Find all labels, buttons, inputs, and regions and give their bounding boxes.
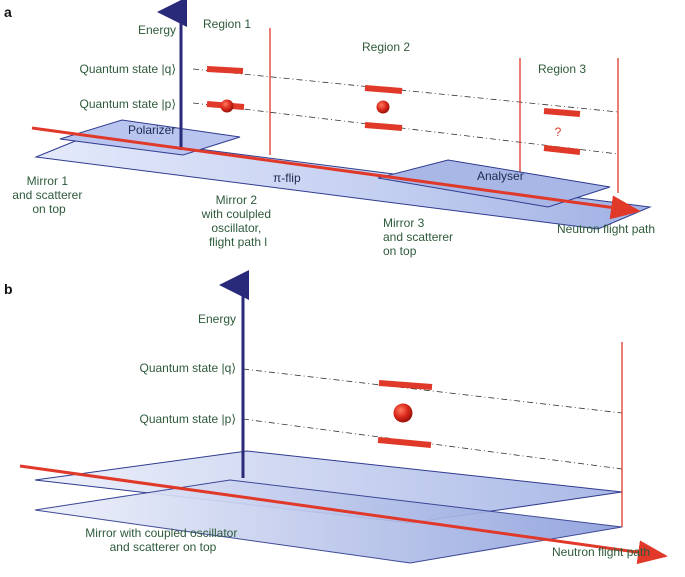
analyser-label: Analyser	[477, 169, 524, 183]
level-q-r2	[364, 85, 403, 94]
state-p-label-b: Quantum state |p⟩	[139, 412, 236, 426]
level-p-r2	[364, 122, 403, 131]
neutron-path-label-b: Neutron flight path	[552, 545, 650, 559]
mirror-plate-a	[34, 134, 652, 230]
level-p-b	[377, 437, 432, 448]
polarizer-label: Polarizer	[128, 123, 175, 137]
state-p-line-b	[242, 418, 623, 470]
mirror-plate-b-bottom	[34, 479, 623, 564]
state-q-line-a	[192, 68, 619, 113]
energy-label-a: Energy	[138, 23, 176, 37]
mirror-label-b: Mirror with coupled oscillator and scatt…	[85, 526, 240, 554]
region1-label: Region 1	[203, 17, 251, 31]
mirror3-label: Mirror 3 and scatterer on top	[383, 216, 456, 258]
neutron-ball-r2	[376, 100, 390, 114]
state-q-label-a: Quantum state |q⟩	[79, 62, 176, 76]
panel-a: a ? Energy Quantum state |q⟩ Quantum sta…	[4, 0, 655, 258]
region3-label: Region 3	[538, 62, 586, 76]
pi-flip-label: π-flip	[273, 171, 301, 185]
unknown-state-mark: ?	[555, 125, 562, 139]
level-q-r3	[543, 108, 581, 117]
level-p-r3	[543, 145, 581, 155]
level-q-b	[378, 380, 433, 390]
panel-b: b Energy Quantum state |q⟩ Quantum state…	[4, 270, 668, 565]
mirror2-label: Mirror 2 with coulpled oscillator, fligh…	[201, 193, 275, 249]
analyser-plate	[377, 159, 611, 208]
neutron-path-label-a: Neutron flight path	[557, 222, 655, 236]
polarizer-plate	[59, 119, 241, 156]
panel-a-letter: a	[4, 4, 12, 20]
state-q-label-b: Quantum state |q⟩	[139, 361, 236, 375]
state-p-label-a: Quantum state |p⟩	[79, 97, 176, 111]
neutron-ball-r1	[220, 99, 234, 113]
neutron-path-b	[19, 464, 668, 565]
neutron-path-a	[31, 126, 641, 220]
region2-label: Region 2	[362, 40, 410, 54]
mirror1-label: Mirror 1 and scatterer on top	[12, 174, 85, 216]
energy-label-b: Energy	[198, 312, 236, 326]
state-q-line-b	[242, 368, 623, 414]
panel-b-letter: b	[4, 281, 13, 297]
neutron-ball-b	[393, 403, 413, 423]
level-q-r1	[206, 66, 244, 74]
